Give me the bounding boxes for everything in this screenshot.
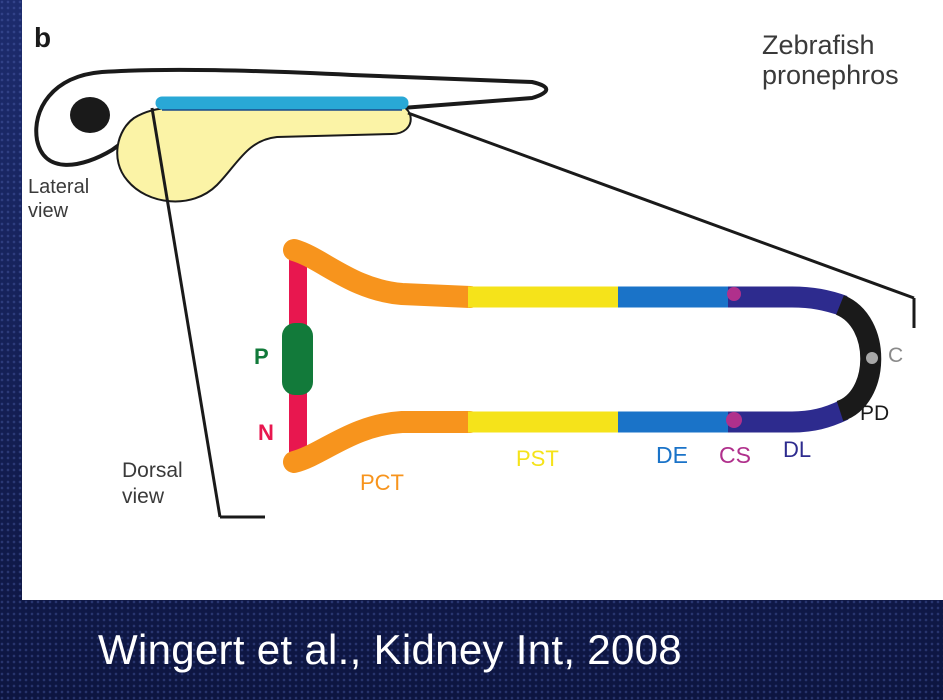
figure-panel: b Zebrafish pronephros Lateral view Dors… [22,0,943,600]
label-de: DE [656,442,688,469]
lateral-view-line2: view [28,199,89,223]
cs-marker-bottom [726,412,742,428]
eye [70,97,110,133]
cs-marker-top [727,287,741,301]
cloaca-marker [866,352,878,364]
figure-title-line1: Zebrafish [762,30,899,60]
pronephros-diagram [22,0,943,600]
dl-segment-top [728,297,844,306]
dorsal-view-line1: Dorsal [122,458,183,484]
label-pd: PD [860,402,889,426]
dl-segment-bottom [728,410,844,422]
label-p: P [254,344,269,370]
label-n: N [258,420,274,446]
panel-letter: b [34,22,51,54]
label-pst: PST [516,446,559,472]
label-cs: CS [719,442,751,469]
citation-text: Wingert et al., Kidney Int, 2008 [98,626,682,674]
label-dl: DL [783,437,811,463]
lateral-view-line1: Lateral [28,175,89,199]
dorsal-view-label: Dorsal view [122,458,183,510]
figure-title: Zebrafish pronephros [762,30,899,90]
dorsal-pronephros [282,250,878,462]
pct-segment-top [294,250,470,297]
zoom-line-right [408,113,914,298]
yolk-sac [117,104,411,201]
glomerulus [282,323,313,395]
label-c: C [888,344,903,368]
figure-title-line2: pronephros [762,60,899,90]
lateral-view-label: Lateral view [28,175,89,223]
label-pct: PCT [360,470,404,496]
pct-segment-bottom [294,422,470,462]
dorsal-view-line2: view [122,484,183,510]
